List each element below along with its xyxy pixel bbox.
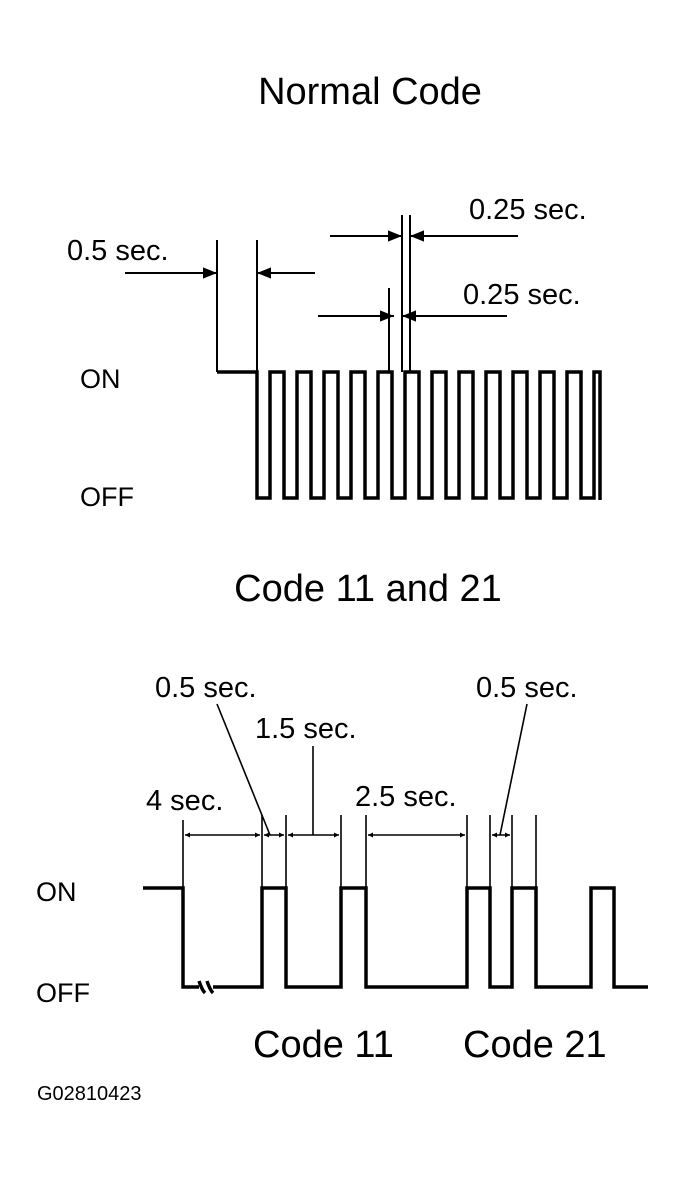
code21-pulse-leader: [499, 703, 528, 836]
initial-pause-label: 4 sec.: [146, 785, 223, 817]
code11-gap-duration-label: 1.5 sec.: [255, 713, 357, 745]
normal-start-duration-label: 0.5 sec.: [67, 235, 169, 267]
codes-on-label: ON: [36, 877, 77, 907]
codes-title: Code 11 and 21: [234, 568, 502, 610]
code21-pulse-duration-label: 0.5 sec.: [476, 672, 578, 704]
codes-waveform: [213, 886, 648, 989]
codes-waveform-break-symbol: [197, 980, 215, 995]
normal-on-label: ON: [80, 364, 121, 394]
code11-label: Code 11: [253, 1024, 394, 1066]
code21-label: Code 21: [463, 1024, 607, 1066]
normal-on-duration-label: 0.25 sec.: [469, 194, 587, 226]
normal-off-duration-label: 0.25 sec.: [463, 279, 581, 311]
normal-off-label: OFF: [80, 482, 134, 512]
code11-pulse-duration-label: 0.5 sec.: [155, 672, 257, 704]
normal-code-title: Normal Code: [258, 71, 482, 113]
normal-code-waveform: [217, 370, 602, 500]
codes-waveform-start: [143, 886, 199, 989]
code-separation-label: 2.5 sec.: [355, 781, 457, 813]
figure-reference: G02810423: [37, 1083, 142, 1105]
code11-pulse-leader: [216, 703, 271, 836]
codes-off-label: OFF: [36, 978, 90, 1008]
